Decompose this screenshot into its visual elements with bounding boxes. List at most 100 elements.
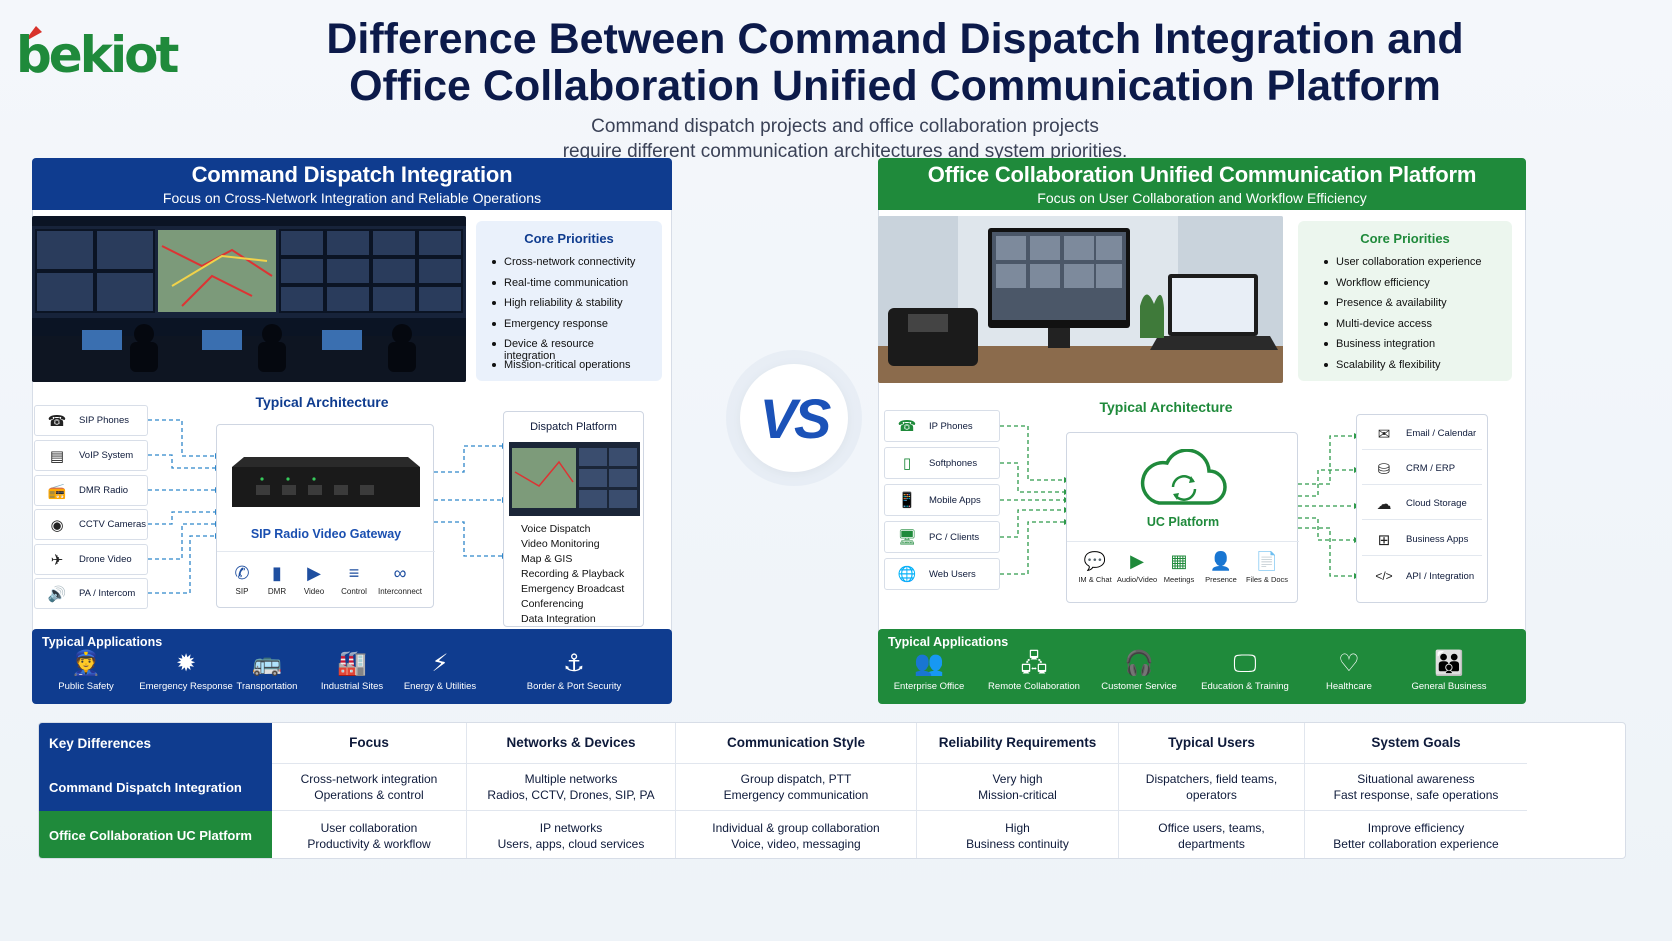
- table-row-label-dispatch: Command Dispatch Integration: [39, 764, 272, 811]
- priority-item: Device & resource integration: [490, 338, 648, 362]
- service-crm-erp: ⛁CRM / ERP: [1362, 453, 1482, 485]
- left-apps-title: Typical Applications: [42, 635, 163, 649]
- police-icon: 👮: [71, 650, 101, 677]
- priority-item: Scalability & flexibility: [1322, 359, 1498, 380]
- sip-icon: ✆: [234, 563, 250, 583]
- code-icon: </>: [1375, 569, 1393, 583]
- feature-presence: 👤Presence: [1199, 547, 1243, 584]
- bus-icon: 🚌: [252, 650, 282, 677]
- video-call-icon: ▶: [1130, 551, 1144, 571]
- left-priorities-title: Core Priorities: [524, 231, 614, 246]
- table-header: Networks & Devices: [467, 723, 676, 764]
- table-header: Typical Users: [1119, 723, 1305, 764]
- softphone-icon: ▯: [902, 455, 912, 472]
- heart-icon: ♡: [1338, 650, 1360, 677]
- priority-item: Presence & availability: [1322, 297, 1498, 318]
- meetings-icon: ▦: [1170, 551, 1188, 571]
- gateway-ports: [217, 551, 435, 609]
- feature-audio-video: ▶Audio/Video: [1115, 547, 1159, 584]
- interconnect-icon: ∞: [393, 563, 407, 583]
- right-typical-applications: Typical Applications 👥Enterprise Office …: [878, 629, 1526, 704]
- port-sip: ✆SIP: [225, 559, 259, 596]
- uc-features: [1067, 541, 1299, 604]
- table-header: Communication Style: [676, 723, 917, 764]
- device-softphones: ▯Softphones: [884, 447, 1000, 479]
- video-icon: ▶: [307, 563, 321, 583]
- voip-server-icon: ▤: [49, 447, 65, 465]
- device-pc-clients: 🖥PC / Clients: [884, 521, 1000, 553]
- right-apps-title: Typical Applications: [888, 635, 1009, 649]
- command-dispatch-subtitle: Focus on Cross-Network Integration and R…: [162, 190, 542, 206]
- control-room-photo: [32, 216, 466, 382]
- app-public-safety: 👮Public Safety: [46, 647, 126, 692]
- page-title: Difference Between Command Dispatch Inte…: [326, 15, 1464, 110]
- mobile-icon: 📱: [897, 492, 917, 509]
- control-icon: ≡: [348, 563, 360, 583]
- priority-item: Real-time communication: [490, 277, 648, 298]
- app-general-business: 👪General Business: [1404, 647, 1494, 692]
- table-cell: Office users, teams,departments: [1119, 811, 1305, 858]
- vs-badge: VS: [740, 364, 848, 472]
- device-pa-intercom: 🔊PA / Intercom: [34, 578, 148, 609]
- key-differences-table: Key Differences Focus Networks & Devices…: [38, 722, 1626, 859]
- app-healthcare: ♡Healthcare: [1314, 647, 1384, 692]
- app-customer-service: 🎧Customer Service: [1094, 647, 1184, 692]
- device-sip-phones: ☎SIP Phones: [34, 405, 148, 436]
- headset-icon: 🎧: [1124, 650, 1154, 677]
- table-header: Reliability Requirements: [917, 723, 1119, 764]
- drone-icon: ✈: [50, 551, 64, 569]
- feature-meetings: ▦Meetings: [1157, 547, 1201, 584]
- sip-phone-icon: ☎: [47, 412, 67, 430]
- feature-files-docs: 📄Files & Docs: [1243, 547, 1291, 584]
- right-core-priorities: Core Priorities User collaboration exper…: [1298, 221, 1512, 381]
- command-dispatch-header: Command Dispatch Integration Focus on Cr…: [32, 158, 672, 210]
- energy-icon: ⚡: [431, 650, 449, 677]
- right-architecture-title: Typical Architecture: [1099, 399, 1233, 415]
- device-ip-phones: ☎IP Phones: [884, 410, 1000, 442]
- priority-item: Emergency response: [490, 318, 648, 339]
- app-border-port-security: ⚓Border & Port Security: [514, 647, 634, 692]
- app-education-training: 🖵Education & Training: [1192, 647, 1298, 692]
- chat-icon: 💬: [1083, 551, 1107, 571]
- speaker-icon: 🔊: [47, 585, 67, 603]
- port-video: ▶Video: [297, 559, 331, 596]
- dmr-icon: ▮: [272, 563, 282, 583]
- device-mobile-apps: 📱Mobile Apps: [884, 484, 1000, 516]
- service-email-calendar: ✉Email / Calendar: [1362, 418, 1482, 450]
- priority-item: Mission-critical operations: [490, 359, 648, 380]
- presentation-icon: 🖵: [1233, 650, 1257, 677]
- command-dispatch-title: Command Dispatch Integration: [191, 162, 513, 187]
- app-remote-collaboration: 🖧Remote Collaboration: [984, 647, 1084, 692]
- office-desk-photo: [878, 216, 1283, 383]
- dispatch-functions-list: Voice Dispatch Video Monitoring Map & GI…: [521, 523, 625, 625]
- apps-grid-icon: ⊞: [1377, 531, 1391, 549]
- camera-icon: ◉: [50, 516, 64, 534]
- priority-item: Cross-network connectivity: [490, 256, 648, 277]
- device-dmr-radio: 📻DMR Radio: [34, 475, 148, 506]
- app-industrial-sites: 🏭Industrial Sites: [314, 647, 390, 692]
- app-energy-utilities: ⚡Energy & Utilities: [398, 647, 482, 692]
- feature-im-chat: 💬IM & Chat: [1073, 547, 1117, 584]
- service-business-apps: ⊞Business Apps: [1362, 524, 1482, 556]
- presence-icon: 👤: [1209, 551, 1233, 571]
- factory-icon: 🏭: [337, 650, 367, 677]
- port-interconnect: ∞Interconnect: [375, 559, 425, 596]
- remote-icon: 🖧: [1020, 650, 1048, 677]
- table-header: System Goals: [1305, 723, 1527, 764]
- sip-radio-video-gateway: SIP Radio Video Gateway ✆SIP ▮DMR ▶Video…: [216, 424, 435, 609]
- priority-item: High reliability & stability: [490, 297, 648, 318]
- left-architecture-title: Typical Architecture: [255, 394, 389, 410]
- app-emergency-response: ✹Emergency Response: [138, 647, 234, 692]
- port-dmr: ▮DMR: [260, 559, 294, 596]
- cloud-icon: ☁: [1376, 495, 1392, 513]
- office-collaboration-title: Office Collaboration Unified Communicati…: [927, 162, 1477, 187]
- dispatch-platform: Dispatch Platform Voice Dispatch Video M…: [503, 411, 644, 627]
